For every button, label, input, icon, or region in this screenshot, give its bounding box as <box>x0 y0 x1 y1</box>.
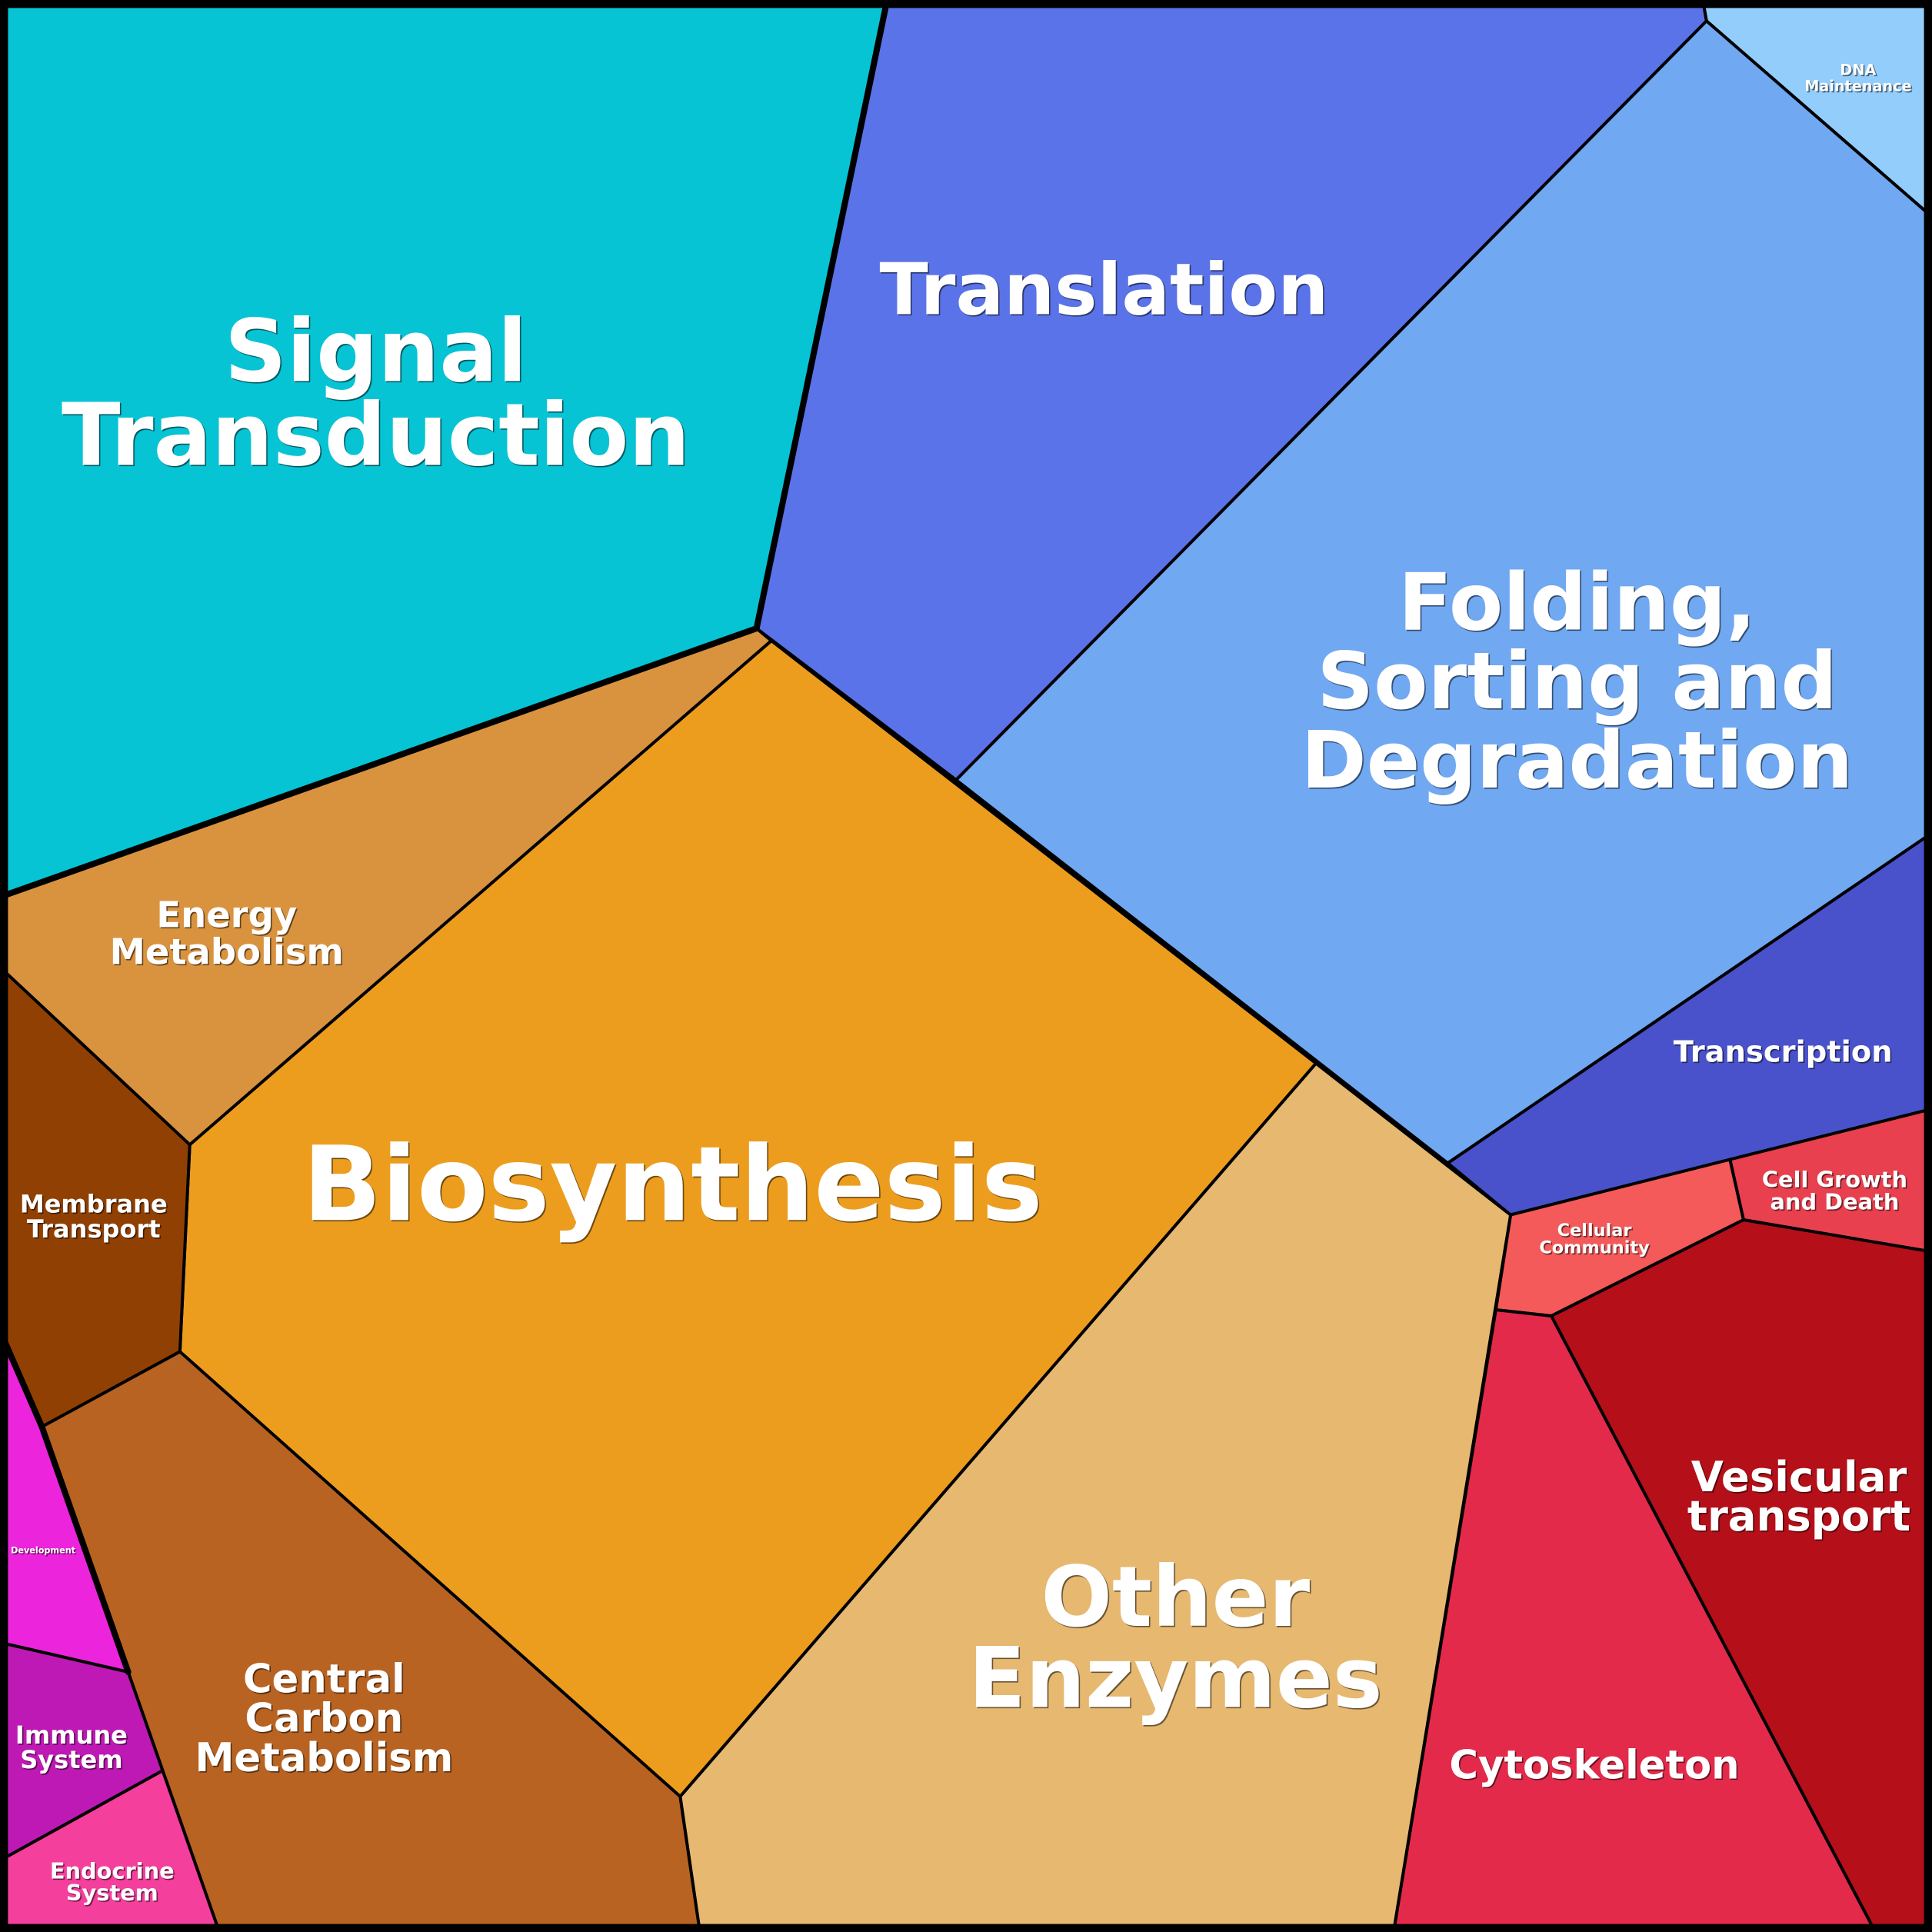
cell-endocrine-system <box>0 1769 222 1932</box>
label-line: Translation <box>879 248 1328 331</box>
label-line: Energy <box>156 894 297 935</box>
label-line: Biosynthesis <box>302 1124 1042 1244</box>
label-line: Cell Growth <box>1762 1167 1907 1193</box>
label-line: Transcription <box>1674 1034 1893 1069</box>
label-line: Transport <box>27 1214 161 1244</box>
label-line: Immune <box>15 1720 128 1750</box>
label-line: Carbon <box>245 1696 403 1742</box>
label-line: Metabolism <box>195 1735 453 1781</box>
label-line: Degradation <box>1301 715 1854 807</box>
label-line: System <box>66 1880 158 1906</box>
group-border <box>753 0 891 632</box>
cell-dna-maintenance <box>1701 0 1932 218</box>
label-line: Maintenance <box>1804 77 1911 95</box>
label-line: Community <box>1539 1237 1650 1257</box>
label-line: Enzymes <box>968 1630 1383 1727</box>
label-line: Membrane <box>20 1190 168 1219</box>
label-line: System <box>20 1745 122 1774</box>
label-line: Cytoskeleton <box>1449 1743 1739 1789</box>
label-line: and Death <box>1770 1188 1899 1214</box>
label-line: Vesicular <box>1691 1452 1907 1501</box>
label-line: Central <box>243 1656 405 1702</box>
label-line: transport <box>1687 1491 1910 1541</box>
label-line: Folding, <box>1398 558 1756 649</box>
label-translation: Translation <box>879 248 1328 331</box>
label-development: Development <box>11 1545 76 1555</box>
label-biosynthesis: Biosynthesis <box>302 1124 1042 1244</box>
label-line: Transduction <box>62 385 690 485</box>
cell-vesicular-transport <box>1549 1218 1932 1932</box>
label-line: Endocrine <box>50 1857 175 1884</box>
group-border <box>0 625 760 901</box>
label-line: Other <box>1041 1548 1310 1646</box>
group-border <box>38 1424 132 1675</box>
label-cytoskeleton: Cytoskeleton <box>1449 1743 1739 1789</box>
label-line: Signal <box>225 301 527 401</box>
label-line: DNA <box>1840 61 1876 78</box>
label-line: Metabolism <box>110 931 344 973</box>
label-transcription: Transcription <box>1674 1034 1893 1069</box>
label-line: Sorting and <box>1317 636 1837 728</box>
label-line: Cellular <box>1557 1221 1632 1241</box>
label-line: Development <box>11 1545 76 1555</box>
